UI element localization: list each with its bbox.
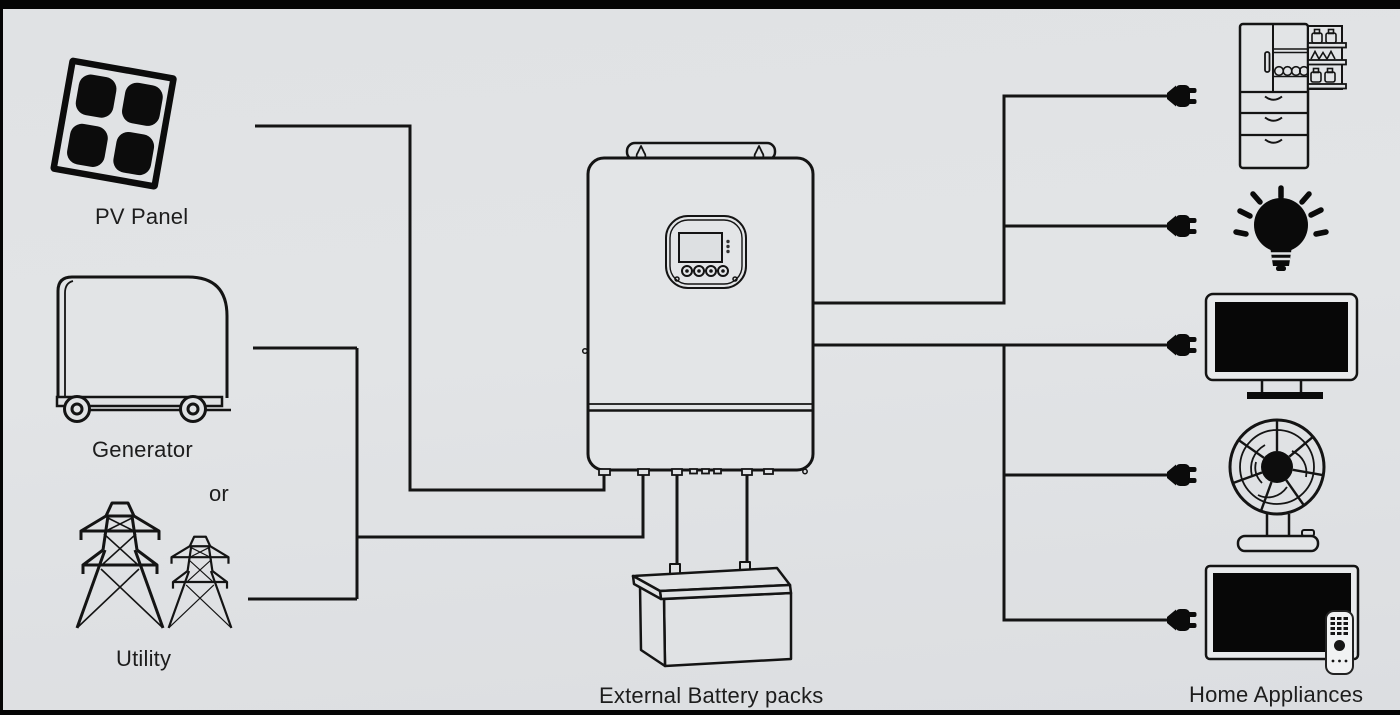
- pv-wire: [255, 124, 606, 492]
- transmission-towers-icon: [75, 501, 233, 630]
- battery-pack-icon: [631, 561, 793, 668]
- inverter-lcd-screen: [678, 232, 723, 263]
- portable-generator-icon: [55, 275, 231, 423]
- or-label: or: [209, 481, 229, 506]
- pylon-large: [75, 501, 165, 630]
- battery-wires: [675, 471, 749, 570]
- solar-inverter-icon: [581, 141, 815, 476]
- refrigerator-icon: [1238, 22, 1347, 170]
- power-plug-icon: [1167, 334, 1197, 356]
- wires: [248, 94, 1167, 622]
- inverter-control-panel: [665, 215, 747, 289]
- pv-panel-label: PV Panel: [95, 204, 189, 229]
- tv-icon: [1204, 292, 1359, 399]
- home-appliances-label: Home Appliances: [1189, 682, 1364, 707]
- inverter-terminals: [598, 468, 808, 476]
- desk-fan-icon: [1228, 418, 1326, 553]
- power-plug-icon: [1167, 609, 1197, 631]
- screen-edge-top: [0, 0, 1400, 9]
- plug-icons: [1167, 85, 1197, 631]
- tv-with-remote-icon: [1204, 564, 1360, 675]
- battery-packs-label: External Battery packs: [599, 683, 824, 708]
- fridge-door-shelves: [1307, 25, 1347, 90]
- pylon-small: [167, 535, 233, 630]
- screen-edge-bottom: [0, 710, 1400, 715]
- generator-label: Generator: [92, 437, 193, 462]
- power-plug-icon: [1167, 464, 1197, 486]
- inverter-buttons: [681, 265, 729, 277]
- power-plug-icon: [1167, 85, 1197, 107]
- ac-out-upper: [811, 94, 1167, 305]
- ac-out-lower: [811, 343, 1167, 622]
- remote-control-icon: [1325, 610, 1354, 675]
- solar-panel-icon: [50, 57, 177, 190]
- utility-label: Utility: [116, 646, 172, 671]
- fan-blades: [1250, 444, 1308, 499]
- ac-input-bus: [355, 348, 645, 599]
- screen-edge-left: [0, 0, 3, 715]
- light-bulb-icon: [1233, 185, 1329, 271]
- power-plug-icon: [1167, 215, 1197, 237]
- bulb-rays: [1233, 185, 1329, 237]
